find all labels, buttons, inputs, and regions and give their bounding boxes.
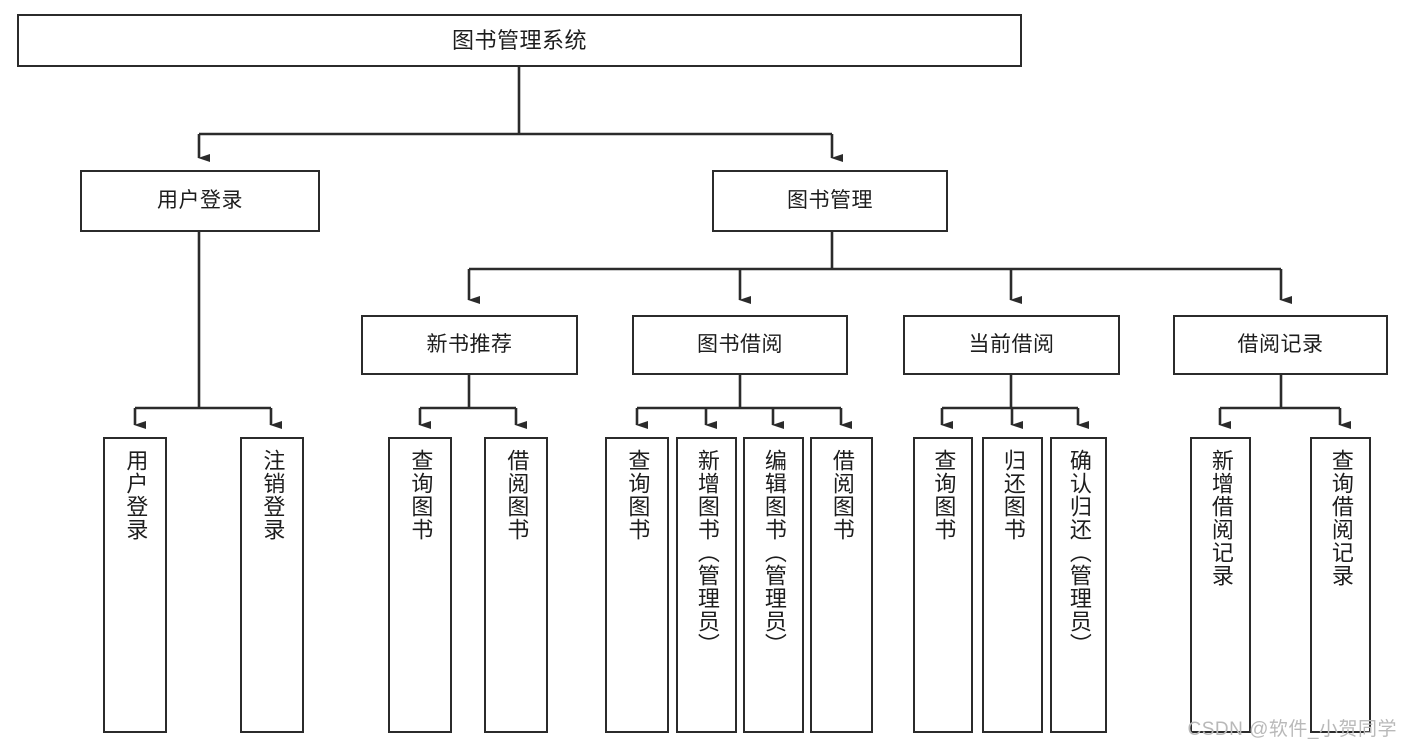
leaf-user-login[interactable]: 用户登录 bbox=[103, 437, 167, 733]
leaf-borrow-book[interactable]: 借阅图书 bbox=[810, 437, 873, 733]
leaf-edit-book-admin[interactable]: 编辑图书（管理员） bbox=[743, 437, 804, 733]
node-label: 用户登录 bbox=[157, 188, 243, 212]
leaf-add-borrow-record[interactable]: 新增借阅记录 bbox=[1190, 437, 1251, 733]
node-borrow-records[interactable]: 借阅记录 bbox=[1173, 315, 1388, 375]
node-label: 用户登录 bbox=[123, 449, 149, 541]
node-label: 归还图书 bbox=[1000, 449, 1026, 541]
node-label: 新增图书（管理员） bbox=[694, 449, 720, 656]
node-label: 新书推荐 bbox=[426, 332, 513, 356]
node-current-borrow[interactable]: 当前借阅 bbox=[903, 315, 1120, 375]
node-label: 查询图书 bbox=[625, 449, 651, 541]
node-label: 借阅图书 bbox=[504, 449, 530, 541]
leaf-query-book-recommend[interactable]: 查询图书 bbox=[388, 437, 452, 733]
node-label: 查询图书 bbox=[408, 449, 434, 541]
node-label: 当前借阅 bbox=[968, 332, 1055, 356]
node-label: 借阅记录 bbox=[1237, 332, 1324, 356]
node-label: 查询图书 bbox=[931, 449, 957, 541]
node-label: 图书借阅 bbox=[697, 332, 783, 356]
node-label: 图书管理 bbox=[787, 188, 873, 212]
node-user-login[interactable]: 用户登录 bbox=[80, 170, 320, 232]
leaf-query-borrow-record[interactable]: 查询借阅记录 bbox=[1310, 437, 1371, 733]
leaf-confirm-return-admin[interactable]: 确认归还（管理员） bbox=[1050, 437, 1107, 733]
node-book-borrow[interactable]: 图书借阅 bbox=[632, 315, 848, 375]
node-label: 借阅图书 bbox=[829, 449, 855, 541]
node-new-book-recommend[interactable]: 新书推荐 bbox=[361, 315, 578, 375]
leaf-query-book-borrow[interactable]: 查询图书 bbox=[605, 437, 669, 733]
leaf-add-book-admin[interactable]: 新增图书（管理员） bbox=[676, 437, 737, 733]
leaf-query-book-current[interactable]: 查询图书 bbox=[913, 437, 973, 733]
leaf-borrow-book-recommend[interactable]: 借阅图书 bbox=[484, 437, 548, 733]
node-book-management[interactable]: 图书管理 bbox=[712, 170, 948, 232]
leaf-return-book[interactable]: 归还图书 bbox=[982, 437, 1043, 733]
node-label: 注销登录 bbox=[260, 449, 286, 541]
node-label: 新增借阅记录 bbox=[1208, 449, 1234, 587]
leaf-logout[interactable]: 注销登录 bbox=[240, 437, 304, 733]
node-label: 查询借阅记录 bbox=[1328, 449, 1354, 587]
node-root-system[interactable]: 图书管理系统 bbox=[17, 14, 1022, 67]
node-label: 图书管理系统 bbox=[451, 27, 587, 53]
node-label: 确认归还（管理员） bbox=[1066, 449, 1092, 656]
node-label: 编辑图书（管理员） bbox=[761, 449, 787, 656]
